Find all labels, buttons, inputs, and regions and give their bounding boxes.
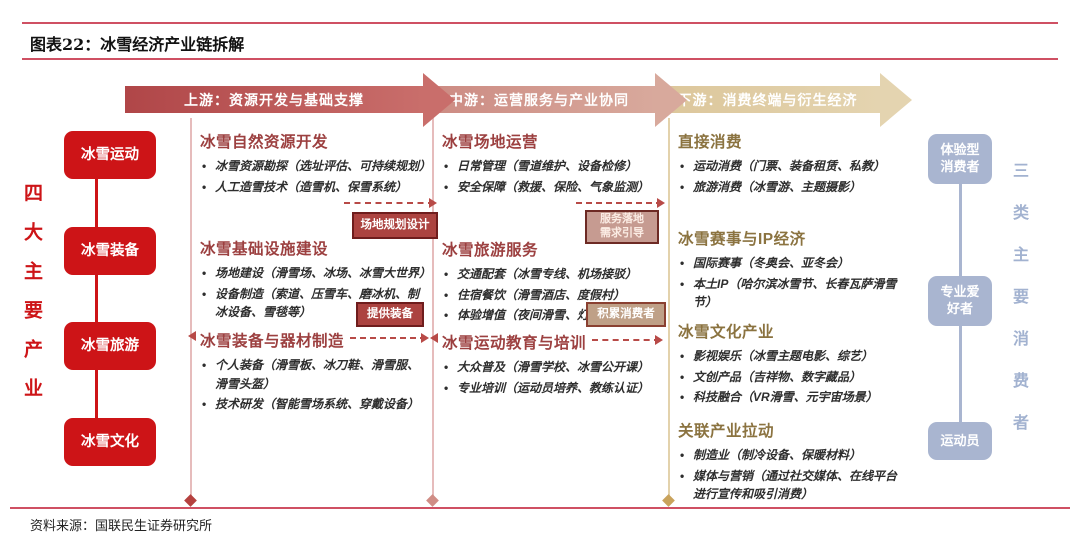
section-bullets: 交通配套（冰雪专线、机场接驳） 住宿餐饮（滑雪酒店、度假村）体验增值（夜间滑雪、灯… (442, 265, 672, 325)
section-related-industries: 关联产业拉动 制造业（制冷设备、保暖材料） 媒体与营销（通过社交媒体、在线平台进行… (678, 419, 908, 506)
section-title: 冰雪基础设施建设 (200, 241, 329, 258)
bullet-item: 设备制造（索道、压雪车、磨冰机、制冰设备、雪毯等） (200, 285, 430, 322)
bullet-item: 运动消费（门票、装备租赁、私教） (678, 157, 908, 176)
arrow-left-midstream-icon (425, 333, 438, 343)
divider-midstream-diamond-icon (426, 494, 439, 507)
figure-source: 资料来源：国联民生证券研究所 (30, 519, 213, 534)
arrow-training-flow-icon (592, 335, 663, 345)
section-title: 直接消费 (678, 134, 743, 151)
divider-downstream-diamond-icon (662, 494, 675, 507)
bullet-item: 技术研发（智能雪场系统、穿戴设备） (200, 395, 430, 414)
section-title: 冰雪旅游服务 (442, 242, 539, 259)
bullet-item: 个人装备（滑雪板、冰刀鞋、滑雪服、滑雪头盔） (200, 356, 430, 393)
section-venue-operation: 冰雪场地运营 日常管理（雪道维护、设备检修） 安全保障（救援、保险、气象监测） (442, 130, 672, 198)
stage-arrow-upstream-label: 上游：资源开发与基础支撑 (184, 91, 364, 108)
section-bullets: 影视娱乐（冰雪主题电影、综艺） 文创产品（吉祥物、数字藏品）科技融合（VR滑雪、元… (678, 347, 908, 407)
section-bullets: 场地建设（滑雪场、冰场、冰雪大世界） 设备制造（索道、压雪车、磨冰机、制冰设备、雪… (200, 264, 431, 322)
divider-upstream (190, 118, 192, 498)
section-title: 冰雪赛事与IP经济 (678, 231, 806, 248)
top-rule (22, 22, 1058, 24)
stage-arrow-upstream-head-icon (423, 72, 455, 127)
title-underline-rule (22, 58, 1058, 60)
bullet-item: 冰雪资源勘探（选址评估、可持续规划） (200, 157, 431, 176)
section-title: 冰雪场地运营 (442, 134, 539, 151)
arrow-equipment-flow-icon (350, 333, 429, 343)
bullet-item: 住宿餐饮（滑雪酒店、度假村） (442, 286, 672, 305)
section-bullets: 冰雪资源勘探（选址评估、可持续规划） 人工造雪技术（造雪机、保雪系统） (200, 157, 431, 197)
section-bullets: 制造业（制冷设备、保暖材料） 媒体与营销（通过社交媒体、在线平台进行宣传和吸引消费… (678, 446, 908, 504)
stage-arrow-midstream-label: 中游：运营服务与产业协同 (449, 91, 629, 108)
stage-arrow-downstream-head-icon (880, 72, 912, 127)
section-bullets: 大众普及（滑雪学校、冰雪公开课） 专业培训（运动员培养、教练认证） (442, 358, 672, 397)
industry-node-culture: 冰雪文化 (64, 418, 156, 466)
section-tourism-services: 冰雪旅游服务 交通配套（冰雪专线、机场接驳） 住宿餐饮（滑雪酒店、度假村）体验增值… (442, 238, 672, 327)
connector-service-landing: 服务落地需求引导 (585, 210, 659, 244)
section-bullets: 个人装备（滑雪板、冰刀鞋、滑雪服、滑雪头盔） 技术研发（智能雪场系统、穿戴设备） (200, 356, 430, 414)
section-title: 关联产业拉动 (678, 423, 775, 440)
stage-arrow-midstream: 中游：运营服务与产业协同 (423, 86, 655, 113)
industry-node-sport: 冰雪运动 (64, 131, 156, 179)
section-direct-consumption: 直接消费 运动消费（门票、装备租赁、私教） 旅游消费（冰雪游、主题摄影） (678, 130, 908, 198)
bullet-item: 交通配套（冰雪专线、机场接驳） (442, 265, 672, 284)
connector-provide-equipment: 提供装备 (356, 302, 424, 327)
bullet-item: 场地建设（滑雪场、冰场、冰雪大世界） (200, 264, 431, 283)
section-equipment-manufacturing: 冰雪装备与器材制造 个人装备（滑雪板、冰刀鞋、滑雪服、滑雪头盔） 技术研发（智能雪… (200, 329, 430, 416)
bottom-rule (10, 507, 1070, 509)
figure-title: 图表22：冰雪经济产业链拆解 (30, 35, 245, 54)
connector-accumulate-consumers: 积累消费者 (586, 302, 666, 327)
bullet-item: 体验增值（夜间滑雪、灯光秀） (442, 306, 672, 325)
section-title: 冰雪装备与器材制造 (200, 333, 345, 350)
bullet-item: 专业培训（运动员培养、教练认证） (442, 379, 672, 398)
bullet-item: 日常管理（雪道维护、设备检修） (442, 157, 672, 176)
bullet-item: 影视娱乐（冰雪主题电影、综艺） (678, 347, 908, 366)
industries-axis-label: 四大主要产业 (21, 183, 42, 417)
bullet-item: 大众普及（滑雪学校、冰雪公开课） (442, 358, 672, 377)
divider-midstream (432, 118, 434, 498)
bullet-item: 安全保障（救援、保险、气象监测） (442, 178, 672, 197)
stage-arrow-midstream-head-icon (655, 72, 687, 127)
section-bullets: 运动消费（门票、装备租赁、私教） 旅游消费（冰雪游、主题摄影） (678, 157, 908, 196)
industry-node-equipment: 冰雪装备 (64, 227, 156, 275)
arrow-left-upstream-icon (183, 331, 196, 341)
section-title: 冰雪运动教育与培训 (442, 335, 587, 352)
bullet-item: 制造业（制冷设备、保暖材料） (678, 446, 908, 465)
consumer-node-athlete: 运动员 (928, 422, 992, 460)
section-culture-industry: 冰雪文化产业 影视娱乐（冰雪主题电影、综艺） 文创产品（吉祥物、数字藏品）科技融合… (678, 320, 908, 409)
section-natural-resources: 冰雪自然资源开发 冰雪资源勘探（选址评估、可持续规划） 人工造雪技术（造雪机、保雪… (200, 130, 431, 198)
consumer-node-experiential: 体验型消费者 (928, 134, 992, 184)
bullet-item: 科技融合（VR滑雪、元宇宙场景） (678, 388, 908, 407)
arrow-site-planning-icon (344, 198, 437, 208)
stage-arrow-upstream: 上游：资源开发与基础支撑 (125, 86, 423, 113)
stage-arrow-downstream: 下游：消费终端与衍生经济 (655, 86, 880, 113)
section-bullets: 日常管理（雪道维护、设备检修） 安全保障（救援、保险、气象监测） (442, 157, 672, 196)
section-title: 冰雪文化产业 (678, 324, 775, 341)
connector-site-planning: 场地规划设计 (352, 212, 438, 239)
consumer-node-enthusiast: 专业爱好者 (928, 276, 992, 326)
stage-arrow-downstream-label: 下游：消费终端与衍生经济 (677, 91, 858, 108)
divider-upstream-diamond-icon (184, 494, 197, 507)
consumers-axis-label: 三类主要消费者 (1010, 162, 1027, 456)
industry-node-tourism: 冰雪旅游 (64, 322, 156, 370)
section-education-training: 冰雪运动教育与培训 大众普及（滑雪学校、冰雪公开课） 专业培训（运动员培养、教练认… (442, 331, 672, 399)
bullet-item: 本土IP（哈尔滨冰雪节、长春瓦萨滑雪节） (678, 275, 908, 312)
section-infrastructure: 冰雪基础设施建设 场地建设（滑雪场、冰场、冰雪大世界） 设备制造（索道、压雪车、磨… (200, 237, 431, 324)
bullet-item: 国际赛事（冬奥会、亚冬会） (678, 254, 908, 273)
bullet-item: 文创产品（吉祥物、数字藏品） (678, 368, 908, 387)
bullet-item: 旅游消费（冰雪游、主题摄影） (678, 178, 908, 197)
section-events-ip-economy: 冰雪赛事与IP经济 国际赛事（冬奥会、亚冬会） 本土IP（哈尔滨冰雪节、长春瓦萨滑… (678, 227, 908, 314)
industry-connector-line (95, 150, 98, 460)
bullet-item: 媒体与营销（通过社交媒体、在线平台进行宣传和吸引消费） (678, 467, 908, 504)
section-title: 冰雪自然资源开发 (200, 134, 329, 151)
arrow-service-landing-icon (576, 198, 665, 208)
bullet-item: 人工造雪技术（造雪机、保雪系统） (200, 178, 430, 197)
section-bullets: 国际赛事（冬奥会、亚冬会） 本土IP（哈尔滨冰雪节、长春瓦萨滑雪节） (678, 254, 908, 312)
